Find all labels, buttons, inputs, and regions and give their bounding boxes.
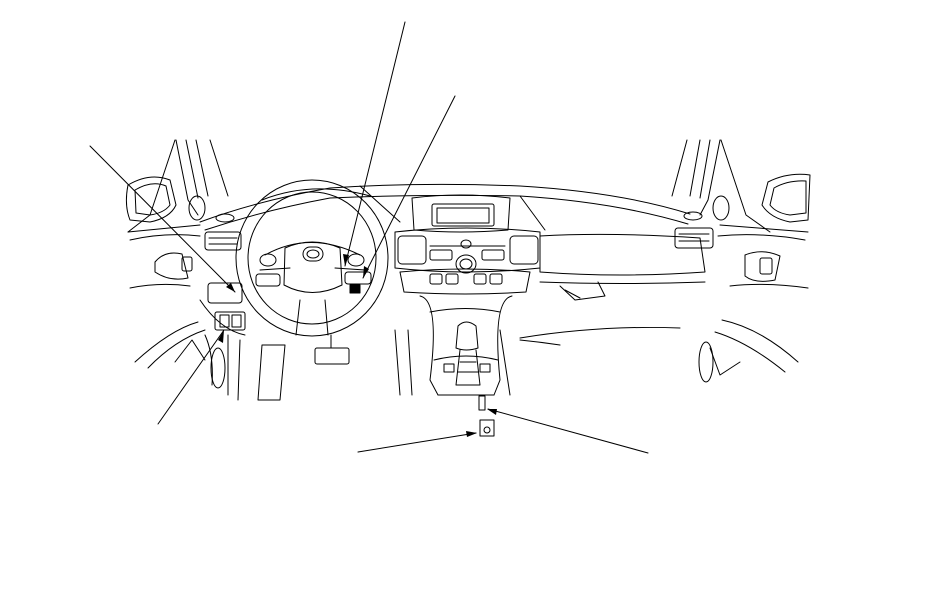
audio-control-panel xyxy=(395,228,540,273)
right-air-vent xyxy=(675,228,713,248)
left-tweeter xyxy=(189,196,205,220)
center-console xyxy=(420,296,512,395)
callout-leaders xyxy=(90,22,648,453)
arrowhead-2 xyxy=(363,266,369,278)
callout-leader-5 xyxy=(358,433,476,452)
left-side-mirror xyxy=(126,177,176,222)
right-door-panel xyxy=(710,225,808,375)
left-lower-panel xyxy=(208,283,245,330)
callout-leader-4 xyxy=(158,330,224,424)
arrowhead-3 xyxy=(226,283,235,292)
callout-leader-1 xyxy=(345,22,405,266)
left-door-speaker xyxy=(211,348,225,388)
right-dash-vent-cap xyxy=(684,212,702,220)
climate-control-panel xyxy=(400,269,530,294)
arrowhead-6 xyxy=(487,409,497,415)
steering-wheel-hub xyxy=(284,242,342,293)
glove-box xyxy=(520,234,705,338)
right-tweeter xyxy=(713,196,729,220)
cluster-hood xyxy=(262,189,370,200)
arrowhead-4 xyxy=(218,330,224,343)
arrowhead-5 xyxy=(466,431,477,437)
shift-lever xyxy=(444,322,490,385)
lower-dash xyxy=(200,300,560,400)
right-side-mirror xyxy=(762,174,810,222)
left-door-panel xyxy=(128,225,205,368)
left-spoke-switches xyxy=(256,254,280,286)
right-spoke-switches xyxy=(345,254,371,293)
shift-unit-component xyxy=(479,396,494,436)
callout-arrowheads xyxy=(218,254,497,437)
arrowhead-1 xyxy=(343,254,349,266)
right-door-speaker xyxy=(699,342,713,382)
steering-wheel xyxy=(236,180,388,336)
callout-leader-3 xyxy=(90,146,235,292)
navigation-screen-bezel xyxy=(412,195,510,232)
pedals xyxy=(258,335,349,400)
left-dash-vent-cap xyxy=(216,214,234,222)
callout-leader-6 xyxy=(488,409,648,453)
left-air-vent xyxy=(205,232,241,250)
right-a-pillar xyxy=(672,140,770,232)
callout-leader-2 xyxy=(363,96,455,278)
